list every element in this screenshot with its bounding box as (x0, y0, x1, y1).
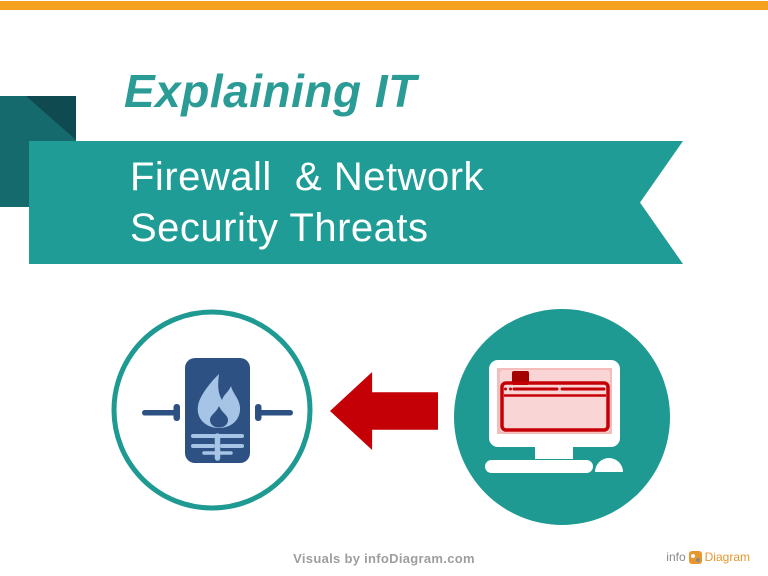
firewall-icon (142, 358, 293, 463)
footer-credit: Visuals by infoDiagram.com (293, 551, 475, 566)
brand-logo-dot-gray (695, 557, 700, 562)
keyboard-icon (485, 460, 593, 473)
pipe-right-cap-icon (255, 404, 262, 421)
slide-title-line1: Firewall & Network (130, 154, 485, 199)
flame-notch (210, 406, 228, 428)
monitor-stand (535, 447, 573, 459)
brand-logo: info Diagram (666, 550, 750, 564)
mouse-icon (595, 458, 623, 472)
brand-logo-dot-white (690, 553, 695, 558)
browser-window-icon (500, 371, 610, 432)
pipe-right-icon (257, 410, 293, 416)
window-glow (500, 370, 610, 432)
kicker-title: Explaining IT (124, 65, 417, 117)
pipe-left-cap-icon (173, 404, 180, 421)
pipe-left-icon (142, 410, 178, 416)
slide-title-line2: Security Threats (130, 205, 429, 250)
wall-icon (191, 433, 244, 461)
brand-logo-prefix: info (666, 550, 686, 564)
firewall-badge (111, 309, 313, 511)
top-accent-bar (0, 1, 768, 10)
attack-arrow-icon (330, 372, 438, 450)
infected-computer-badge (454, 309, 670, 525)
brand-logo-name: Diagram (704, 550, 750, 564)
infected-computer-icon (485, 360, 623, 473)
title-ribbon: Firewall & Network Security Threats (29, 141, 683, 264)
brand-logo-icon (688, 550, 702, 564)
flame-icon (197, 374, 241, 428)
